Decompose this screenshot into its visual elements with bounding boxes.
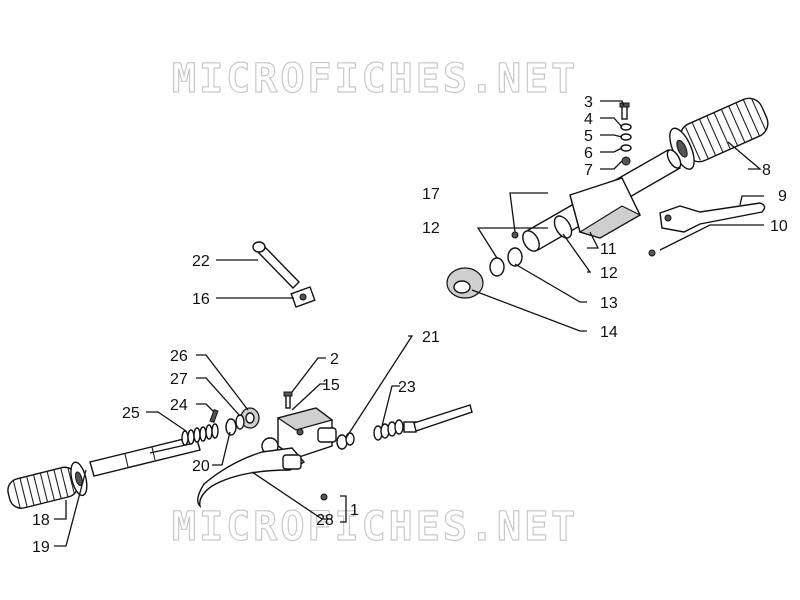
watermark-top: MICROFICHES.NET bbox=[172, 56, 578, 102]
label-4: 4 bbox=[584, 111, 593, 128]
washer-27 bbox=[235, 414, 245, 430]
label-9: 9 bbox=[778, 188, 787, 205]
label-15: 15 bbox=[322, 377, 340, 394]
label-18: 18 bbox=[32, 512, 50, 529]
watermark-bottom: MICROFICHES.NET bbox=[172, 504, 578, 550]
label-12-left: 12 bbox=[422, 220, 440, 237]
label-28: 28 bbox=[316, 512, 334, 529]
handlebar-tube bbox=[522, 149, 682, 252]
leader-lines bbox=[54, 100, 764, 547]
label-25: 25 bbox=[122, 405, 140, 422]
cable-end-21 bbox=[336, 432, 355, 450]
label-8: 8 bbox=[762, 162, 771, 179]
screw-3 bbox=[619, 102, 630, 120]
label-26: 26 bbox=[170, 348, 188, 365]
cable-23 bbox=[373, 404, 473, 441]
label-2: 2 bbox=[330, 351, 339, 368]
label-3: 3 bbox=[584, 94, 593, 111]
label-14: 14 bbox=[600, 324, 618, 341]
label-17: 17 bbox=[422, 186, 440, 203]
washer-5 bbox=[620, 133, 632, 141]
label-6: 6 bbox=[584, 145, 593, 162]
throttle-drum bbox=[446, 267, 484, 299]
pin-24 bbox=[209, 409, 219, 423]
washer-4 bbox=[620, 123, 632, 131]
label-23: 23 bbox=[398, 379, 416, 396]
label-19: 19 bbox=[32, 539, 50, 556]
dot-28 bbox=[320, 493, 328, 501]
label-1: 1 bbox=[350, 502, 359, 519]
label-13: 13 bbox=[600, 295, 618, 312]
label-7: 7 bbox=[584, 162, 593, 179]
label-12-right: 12 bbox=[600, 265, 618, 282]
bolt-22 bbox=[252, 241, 300, 289]
label-11: 11 bbox=[600, 241, 617, 258]
screw-2 bbox=[283, 391, 293, 409]
nut-16 bbox=[290, 286, 316, 308]
right-grip bbox=[669, 97, 769, 170]
label-27: 27 bbox=[170, 371, 188, 388]
left-tube bbox=[89, 435, 201, 477]
right-lever bbox=[659, 202, 766, 233]
label-10: 10 bbox=[770, 218, 788, 235]
label-16: 16 bbox=[192, 291, 210, 308]
ring-12 bbox=[489, 257, 505, 277]
label-21: 21 bbox=[422, 329, 440, 346]
nut-7 bbox=[621, 156, 631, 166]
part-labels: 3 4 5 6 7 8 9 10 17 12 11 12 13 14 22 16… bbox=[32, 94, 788, 556]
label-24: 24 bbox=[170, 397, 188, 414]
spring-25 bbox=[181, 423, 219, 446]
ring-13 bbox=[507, 247, 523, 267]
label-20: 20 bbox=[192, 458, 210, 475]
nut-26 bbox=[240, 407, 260, 429]
pin-17 bbox=[511, 231, 519, 239]
screw-10 bbox=[648, 249, 656, 257]
master-cylinder bbox=[197, 407, 337, 509]
label-22: 22 bbox=[192, 253, 210, 270]
washer-6 bbox=[620, 144, 632, 152]
label-5: 5 bbox=[584, 128, 593, 145]
washer-20 bbox=[225, 418, 237, 436]
left-grip bbox=[7, 461, 88, 509]
